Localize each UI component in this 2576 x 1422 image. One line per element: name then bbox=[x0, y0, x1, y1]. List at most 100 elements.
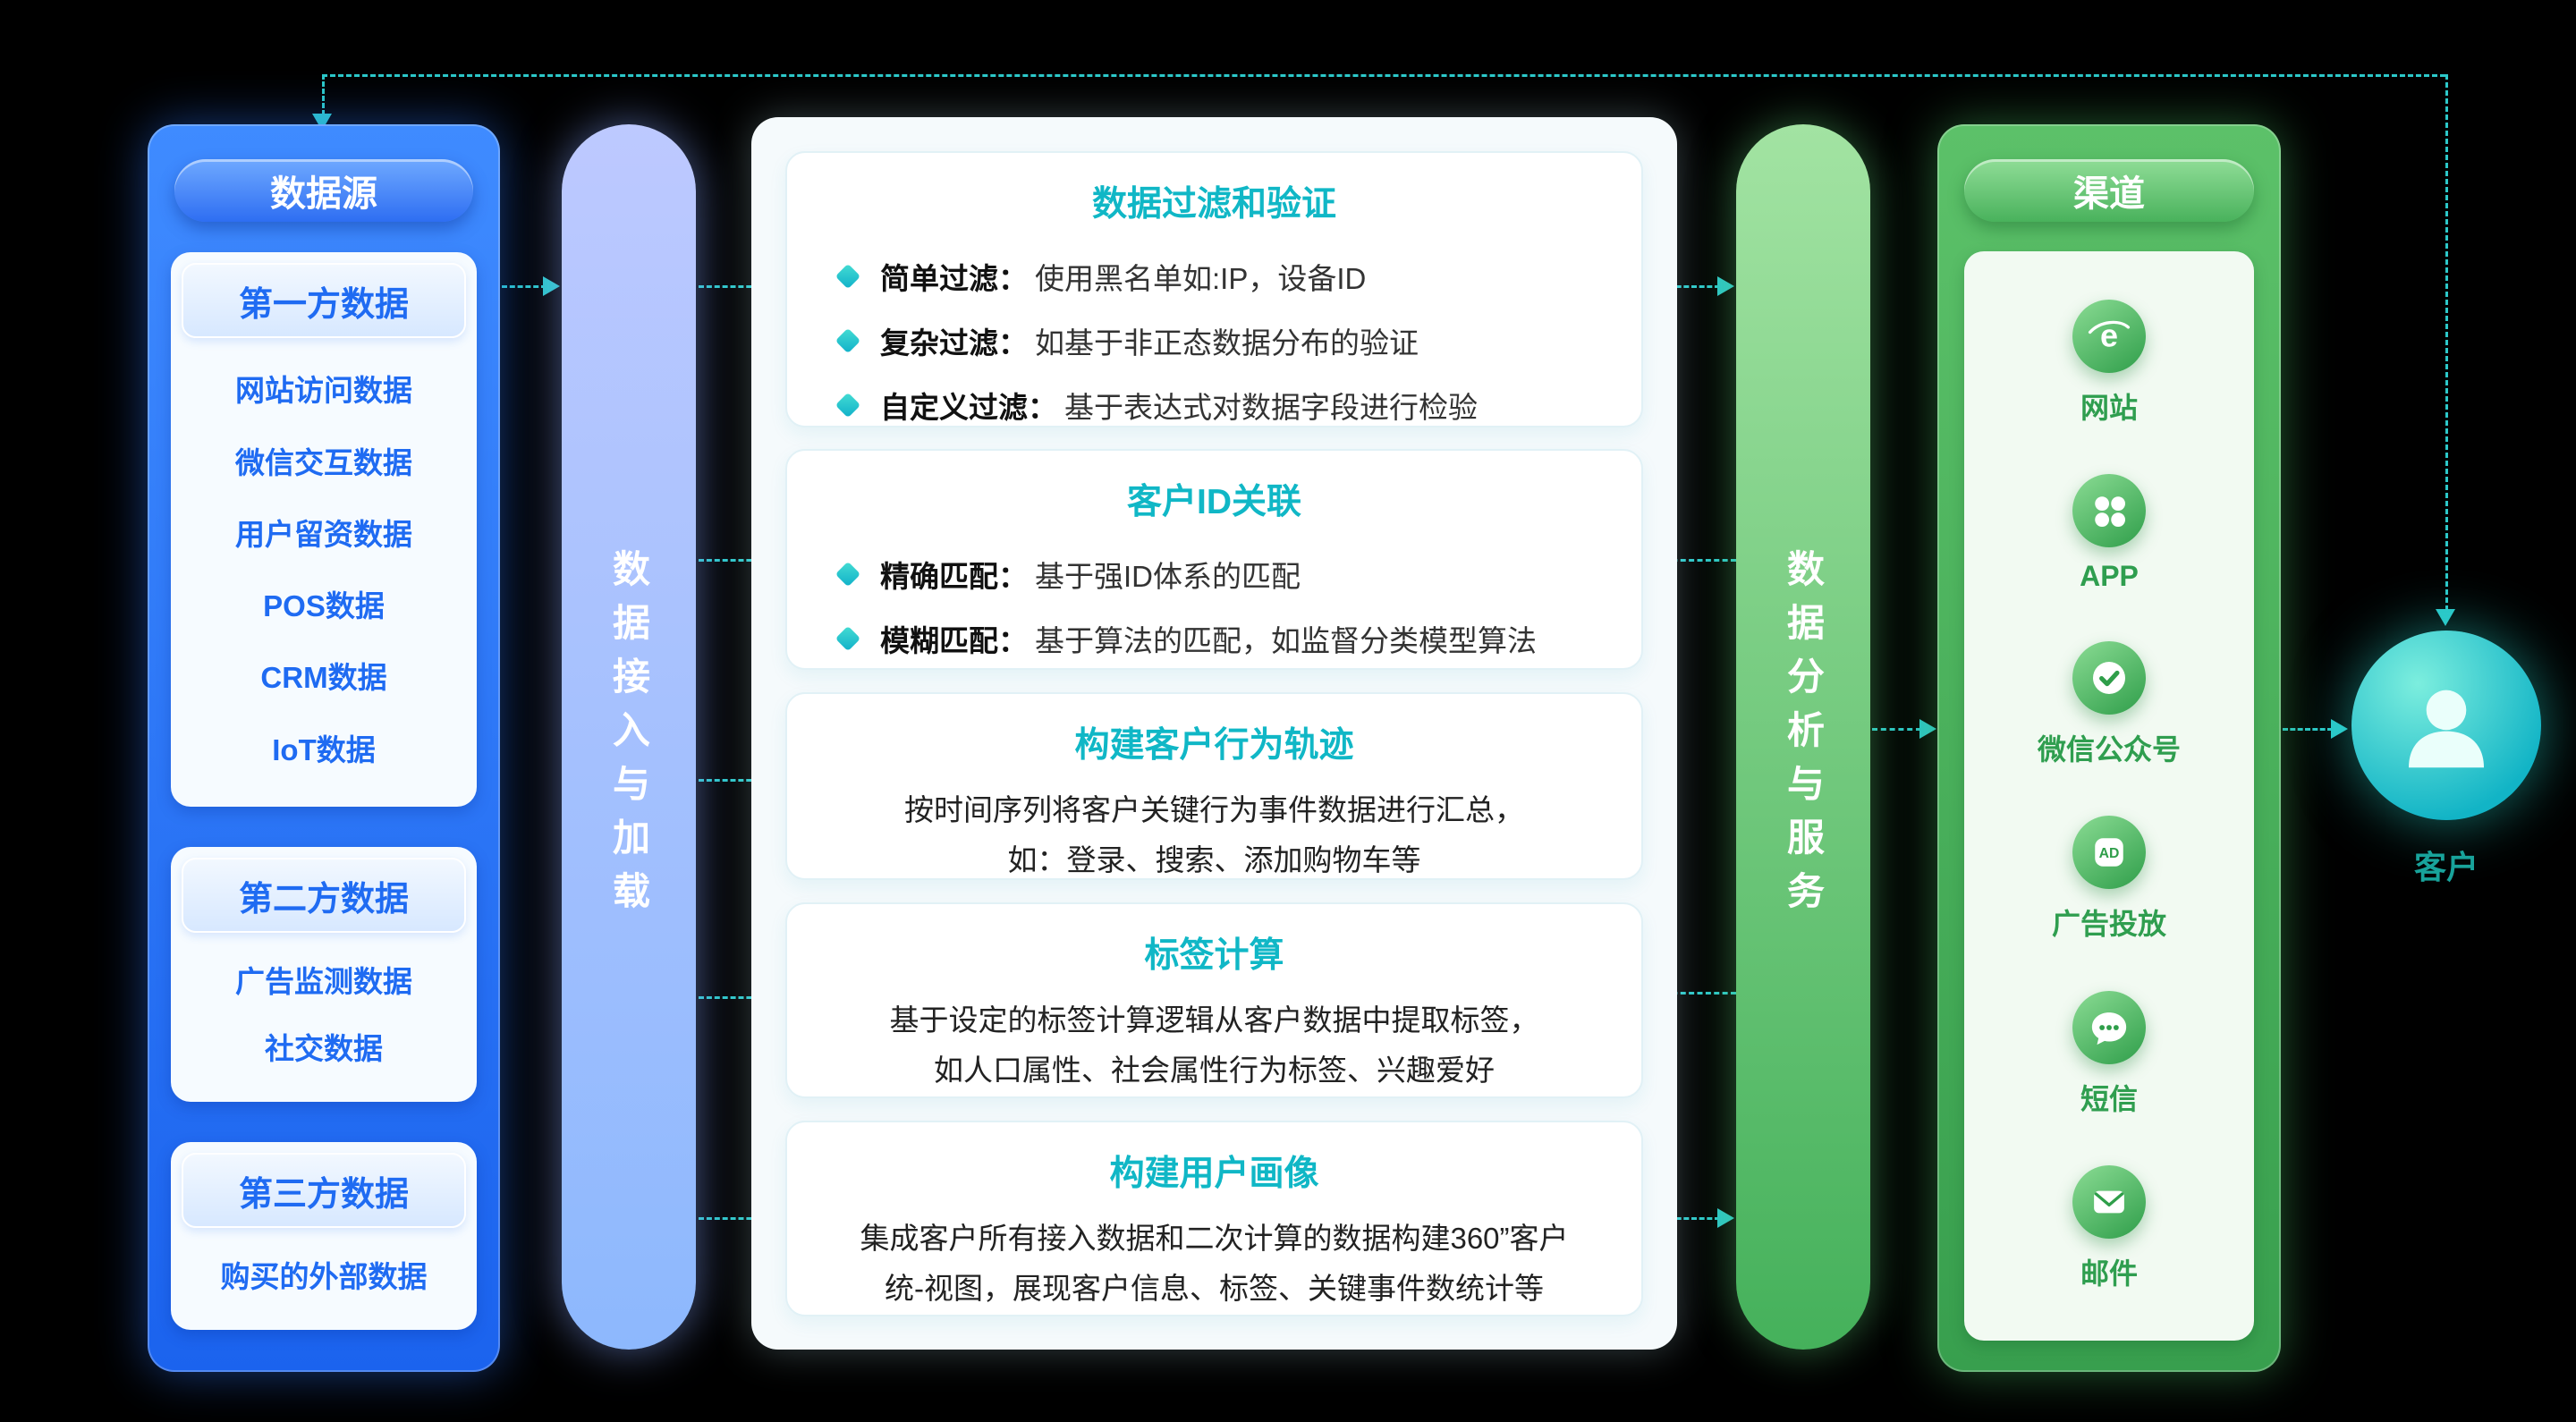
bullet-row: 简单过滤： 使用黑名单如:IP，设备ID bbox=[835, 255, 1641, 298]
process-box-tags: 标签计算 基于设定的标签计算逻辑从客户数据中提取标签， 如人口属性、社会属性行为… bbox=[785, 902, 1643, 1098]
first-party-section: 第一方数据 网站访问数据 微信交互数据 用户留资数据 POS数据 CRM数据 I… bbox=[171, 252, 477, 807]
process-box-body: 按时间序列将客户关键行为事件数据进行汇总， 如：登录、搜索、添加购物车等 bbox=[787, 785, 1641, 885]
list-item: 网站访问数据 bbox=[235, 374, 412, 408]
mail-icon bbox=[2072, 1165, 2146, 1240]
list-item: 用户留资数据 bbox=[235, 517, 412, 551]
list-item: 微信交互数据 bbox=[235, 445, 412, 479]
analysis-bar: 数据分析与服务 bbox=[1736, 124, 1870, 1350]
connector-filter-to-analysis bbox=[1645, 285, 1720, 288]
bullet-label: 复杂过滤： bbox=[880, 326, 1028, 360]
channels-list: e 网站 APP bbox=[1964, 251, 2254, 1341]
process-box-title: 数据过滤和验证 bbox=[1091, 185, 1336, 224]
app-grid-icon bbox=[2072, 474, 2146, 548]
body-line: 集成客户所有接入数据和二次计算的数据构建360”客户 bbox=[860, 1222, 1569, 1255]
connector-ingest-to-filter bbox=[699, 285, 767, 288]
svg-text:e: e bbox=[2100, 317, 2118, 353]
channels-panel: 渠道 e 网站 APP bbox=[1937, 124, 2281, 1372]
bullet-label: 精确匹配： bbox=[880, 560, 1028, 593]
list-item: 广告监测数据 bbox=[235, 964, 412, 998]
connector-analysis-to-id-link bbox=[1664, 559, 1736, 562]
list-item: POS数据 bbox=[263, 589, 385, 623]
connector-ingest-to-tags bbox=[699, 996, 784, 999]
channel-item-ads: AD 广告投放 bbox=[2052, 816, 2166, 943]
second-party-items: 广告监测数据 社交数据 bbox=[182, 933, 466, 1093]
process-box-id-link: 客户ID关联 精确匹配： 基于强ID体系的匹配 模糊匹配： 基于算法的匹配，如监… bbox=[785, 449, 1643, 670]
list-item: 社交数据 bbox=[265, 1032, 383, 1066]
id-link-bullets: 精确匹配： 基于强ID体系的匹配 模糊匹配： 基于算法的匹配，如监督分类模型算法 bbox=[787, 531, 1641, 660]
process-box-title: 标签计算 bbox=[1144, 936, 1284, 975]
channel-item-email: 邮件 bbox=[2072, 1165, 2146, 1292]
process-box-filter: 数据过滤和验证 简单过滤： 使用黑名单如:IP，设备ID 复杂过滤： 如基于非正… bbox=[785, 151, 1643, 427]
bullet-row: 复杂过滤： 如基于非正态数据分布的验证 bbox=[835, 319, 1641, 362]
ingest-bar: 数据接入与加载 bbox=[562, 124, 696, 1350]
process-box-title: 构建客户行为轨迹 bbox=[1074, 726, 1354, 765]
bullet-text: 使用黑名单如:IP，设备ID bbox=[1035, 262, 1367, 295]
process-box-profile: 构建用户画像 集成客户所有接入数据和二次计算的数据构建360”客户 统-视图，展… bbox=[785, 1121, 1643, 1316]
third-party-section: 第三方数据 购买的外部数据 bbox=[171, 1142, 477, 1330]
browser-icon: e bbox=[2072, 299, 2146, 373]
filter-bullets: 简单过滤： 使用黑名单如:IP，设备ID 复杂过滤： 如基于非正态数据分布的验证… bbox=[787, 233, 1641, 427]
connector-ingest-to-id-link bbox=[699, 559, 784, 562]
second-party-header: 第二方数据 bbox=[182, 858, 466, 933]
list-item: IoT数据 bbox=[272, 732, 376, 766]
body-line: 基于设定的标签计算逻辑从客户数据中提取标签， bbox=[889, 1003, 1539, 1037]
first-party-items: 网站访问数据 微信交互数据 用户留资数据 POS数据 CRM数据 IoT数据 bbox=[182, 338, 466, 798]
processing-panel: 数据过滤和验证 简单过滤： 使用黑名单如:IP，设备ID 复杂过滤： 如基于非正… bbox=[751, 117, 1677, 1350]
connector-profile-to-analysis bbox=[1645, 1217, 1720, 1220]
channel-label: APP bbox=[2080, 560, 2139, 593]
channel-item-app: APP bbox=[2072, 474, 2146, 593]
diamond-bullet-icon bbox=[835, 625, 861, 652]
channel-item-sms: 短信 bbox=[2072, 990, 2146, 1118]
bullet-text: 基于表达式对数据字段进行检验 bbox=[1064, 391, 1478, 424]
feedback-loop-left-line bbox=[322, 74, 325, 115]
ingest-bar-label: 数据接入与加载 bbox=[607, 549, 650, 925]
channel-label: 短信 bbox=[2080, 1082, 2138, 1115]
body-line: 统-视图，展现客户信息、标签、关键事件数统计等 bbox=[885, 1272, 1544, 1306]
diamond-bullet-icon bbox=[835, 327, 861, 354]
data-sources-panel: 数据源 第一方数据 网站访问数据 微信交互数据 用户留资数据 POS数据 CRM… bbox=[148, 124, 500, 1372]
customer-node: 客户 bbox=[2334, 631, 2558, 888]
connector-ingest-to-profile bbox=[699, 1217, 784, 1220]
wechat-check-icon bbox=[2072, 640, 2146, 715]
feedback-loop-right-line bbox=[2445, 74, 2448, 611]
arrow-channels-to-customer bbox=[2331, 719, 2348, 739]
bullet-label: 简单过滤： bbox=[880, 262, 1028, 295]
diamond-bullet-icon bbox=[835, 392, 861, 419]
second-party-section: 第二方数据 广告监测数据 社交数据 bbox=[171, 847, 477, 1102]
bullet-label: 模糊匹配： bbox=[880, 624, 1028, 657]
connector-analysis-to-tags bbox=[1664, 992, 1736, 995]
sms-bubble-icon bbox=[2072, 990, 2146, 1064]
bullet-text: 如基于非正态数据分布的验证 bbox=[1035, 326, 1419, 360]
first-party-header: 第一方数据 bbox=[182, 263, 466, 338]
data-sources-title: 数据源 bbox=[174, 159, 473, 222]
body-line: 如：登录、搜索、添加购物车等 bbox=[1007, 843, 1421, 877]
bullet-row: 精确匹配： 基于强ID体系的匹配 bbox=[835, 553, 1641, 596]
channel-label: 邮件 bbox=[2080, 1257, 2138, 1291]
bullet-label: 自定义过滤： bbox=[880, 391, 1057, 424]
third-party-header: 第三方数据 bbox=[182, 1153, 466, 1228]
bullet-row: 模糊匹配： 基于算法的匹配，如监督分类模型算法 bbox=[835, 617, 1641, 660]
bullet-text: 基于强ID体系的匹配 bbox=[1035, 560, 1301, 593]
arrow-filter-to-analysis bbox=[1717, 276, 1734, 296]
channel-label: 网站 bbox=[2080, 391, 2138, 424]
body-line: 如人口属性、社会属性行为标签、兴趣爱好 bbox=[934, 1054, 1495, 1088]
body-line: 按时间序列将客户关键行为事件数据进行汇总， bbox=[904, 793, 1524, 826]
diamond-bullet-icon bbox=[835, 263, 861, 290]
connector-analysis-to-channels bbox=[1872, 728, 1921, 731]
process-box-title: 客户ID关联 bbox=[1126, 483, 1301, 521]
channel-label: 广告投放 bbox=[2051, 908, 2166, 941]
process-box-trajectory: 构建客户行为轨迹 按时间序列将客户关键行为事件数据进行汇总， 如：登录、搜索、添… bbox=[785, 692, 1643, 880]
channel-label: 微信公众号 bbox=[2037, 732, 2181, 766]
bullet-row: 自定义过滤： 基于表达式对数据字段进行检验 bbox=[835, 384, 1641, 427]
list-item: 购买的外部数据 bbox=[220, 1260, 428, 1293]
process-box-body: 集成客户所有接入数据和二次计算的数据构建360”客户 统-视图，展现客户信息、标… bbox=[787, 1214, 1641, 1314]
bullet-text: 基于算法的匹配，如监督分类模型算法 bbox=[1035, 624, 1537, 657]
ad-icon: AD bbox=[2072, 816, 2146, 890]
connector-channels-to-customer bbox=[2283, 728, 2333, 731]
feedback-loop-top-line bbox=[322, 74, 2445, 77]
customer-label: 客户 bbox=[2413, 849, 2479, 885]
customer-avatar-icon bbox=[2351, 631, 2541, 820]
channel-item-wechat: 微信公众号 bbox=[2037, 640, 2181, 768]
process-box-body: 基于设定的标签计算逻辑从客户数据中提取标签， 如人口属性、社会属性行为标签、兴趣… bbox=[787, 995, 1641, 1096]
